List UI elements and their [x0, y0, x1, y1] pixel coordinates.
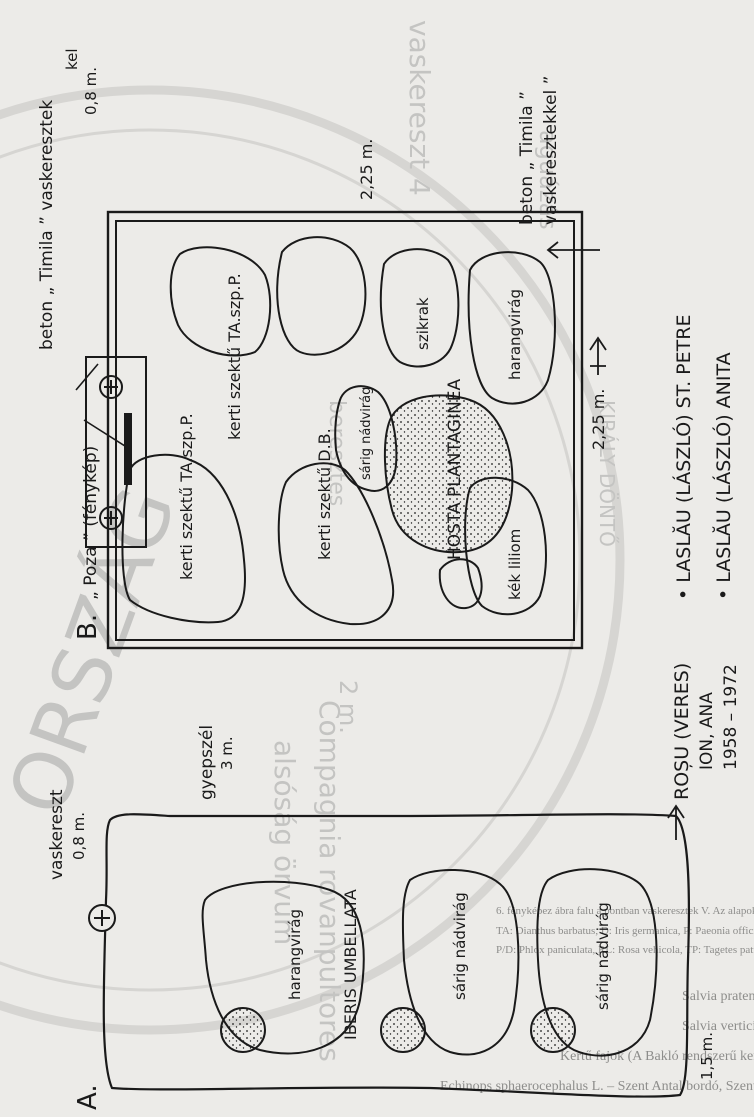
- photo-note: „ Poza ” (fénykép): [81, 446, 101, 600]
- a-border-label: gyepszél: [197, 725, 217, 800]
- b-cross-size: 0,8 m.: [82, 67, 100, 115]
- bleed-text-3: KIRÁLY DÖNTŐ: [595, 400, 619, 547]
- caption-line4: Salvia pratensis L.: [682, 989, 754, 1004]
- beton-pointer: [75, 363, 99, 391]
- dotted-circle-1: [220, 1007, 266, 1053]
- a-grave-given: ION, ANA: [697, 692, 717, 770]
- label-kerti-mid: kerti szektű TA.szp.P.: [225, 273, 244, 440]
- blob-kerti-db: [277, 462, 395, 626]
- label-kerti-db: kerti szektű D.B.: [315, 428, 334, 560]
- blob-kerti-mid: [169, 246, 272, 357]
- a-cross-size: 0,8 m.: [70, 812, 88, 860]
- arrow-double: [589, 336, 607, 375]
- a-border-size: 3 m.: [218, 736, 236, 770]
- label-kek: kék liliom: [506, 529, 524, 600]
- a-label-sarig-2: sárig nádvirág: [594, 902, 612, 1010]
- blob-szikrak: [379, 248, 460, 368]
- blob-a-sarig-1: [401, 868, 520, 1056]
- plot-b-inner: [115, 220, 575, 641]
- label-sarig: sárig nádvirág: [359, 387, 374, 480]
- blob-kek-tail: [438, 558, 483, 610]
- caption-block: 6. fényképez ábra falu a pontban vaskere…: [440, 905, 754, 1094]
- a-grave-years: 1958 – 1972: [721, 664, 741, 770]
- blob-harang: [467, 251, 556, 405]
- plot-b-outer: [106, 210, 584, 650]
- dotted-circle-3: [530, 1007, 576, 1053]
- beton-note-right-cont: vaskeresztekkel ”: [541, 76, 561, 226]
- bleed-text-8: 2 m.: [334, 680, 362, 734]
- bleed-text-6: Compagnia rovanpultores: [313, 700, 346, 1062]
- grave-arrow: [667, 804, 685, 840]
- section-a: A. vaskereszt 0,8 m. gyepszél 3 m. 1,5 m…: [47, 663, 741, 1110]
- plaque-cross-icon-2: [99, 506, 123, 530]
- stamp-watermark: [0, 85, 625, 1035]
- photo-pointer: [83, 419, 129, 449]
- photo-slot: [124, 413, 132, 485]
- bleed-through: vaskereszt 4 aguázás KIRÁLY DÖNTŐ beresz…: [268, 20, 619, 1062]
- bleed-text-7: alsóság örvum: [268, 740, 301, 945]
- caption-line1: 6. fényképez ábra falu a pontban vaskere…: [496, 905, 754, 917]
- beton-note-top: beton „ Timila ” vaskeresztek: [37, 100, 57, 350]
- a-label-sarig-1: sárig nádvirág: [451, 892, 469, 1000]
- blob-kek: [464, 476, 547, 616]
- label-szikrak: szikrak: [414, 297, 432, 350]
- caption-line7: Echinops sphaerocephalus L. – Szent Anta…: [440, 1079, 754, 1094]
- dotted-circle-2: [380, 1007, 426, 1053]
- a-cross-label: vaskereszt: [47, 789, 67, 880]
- grave-b-2: • LASLĂU (LÁSZLÓ) ANITA: [711, 352, 735, 600]
- plot-a-outline: [102, 813, 691, 1098]
- caption-line3: P/D: Phlox paniculata, RL: Rosa vehicola…: [496, 944, 754, 956]
- label-kerti-left: kerti szektű TA.szp.P.: [177, 413, 196, 580]
- dim-h: 2,25 m.: [357, 139, 376, 200]
- blob-kerti-left: [121, 453, 246, 624]
- section-b: B. „ Poza ” (fénykép) beton „ Timila ” v…: [37, 48, 735, 650]
- a-bed-width: 1,5 m.: [698, 1032, 716, 1080]
- a-label-harang: harangvirág: [286, 909, 304, 1000]
- section-b-label: B.: [73, 614, 103, 640]
- caption-line2: TA: Dianthus barbatus, D: Iris germanica…: [496, 925, 754, 937]
- cross-icon-a: [88, 904, 116, 932]
- label-hosta: HOSTA PLANTAGINEA: [445, 378, 465, 560]
- caption-line5: Salvia verticillata L.: [682, 1019, 754, 1034]
- blob-a-harang: [201, 880, 365, 1055]
- bleed-text-1: vaskereszt 4: [403, 20, 436, 196]
- beton-note-top-cont: kel: [63, 48, 81, 70]
- caption-line6: Kertű fajok (A Bakló rendszerű kertes) K…: [560, 1049, 754, 1064]
- grave-b-1: • LASLĂU (LÁSZLÓ) ST. PETRE: [671, 315, 695, 600]
- a-label-iberis: IBERIS UMBELLATA: [341, 889, 360, 1040]
- label-harang: harangvirág: [506, 289, 524, 380]
- blob-a-sarig-2: [536, 868, 658, 1057]
- a-grave-name: ROȘU (VERES): [671, 663, 693, 800]
- section-a-label: A.: [73, 1084, 103, 1110]
- plaque-cross-icon-1: [99, 375, 123, 399]
- photo-plaque: [85, 356, 147, 548]
- blob-kerti-top: [276, 236, 367, 356]
- dim-v: 2,25 m.: [589, 389, 608, 450]
- blob-hosta: [383, 394, 514, 554]
- beton-note-right: beton „ Timila ”: [517, 91, 537, 225]
- arrow-up: [546, 241, 600, 259]
